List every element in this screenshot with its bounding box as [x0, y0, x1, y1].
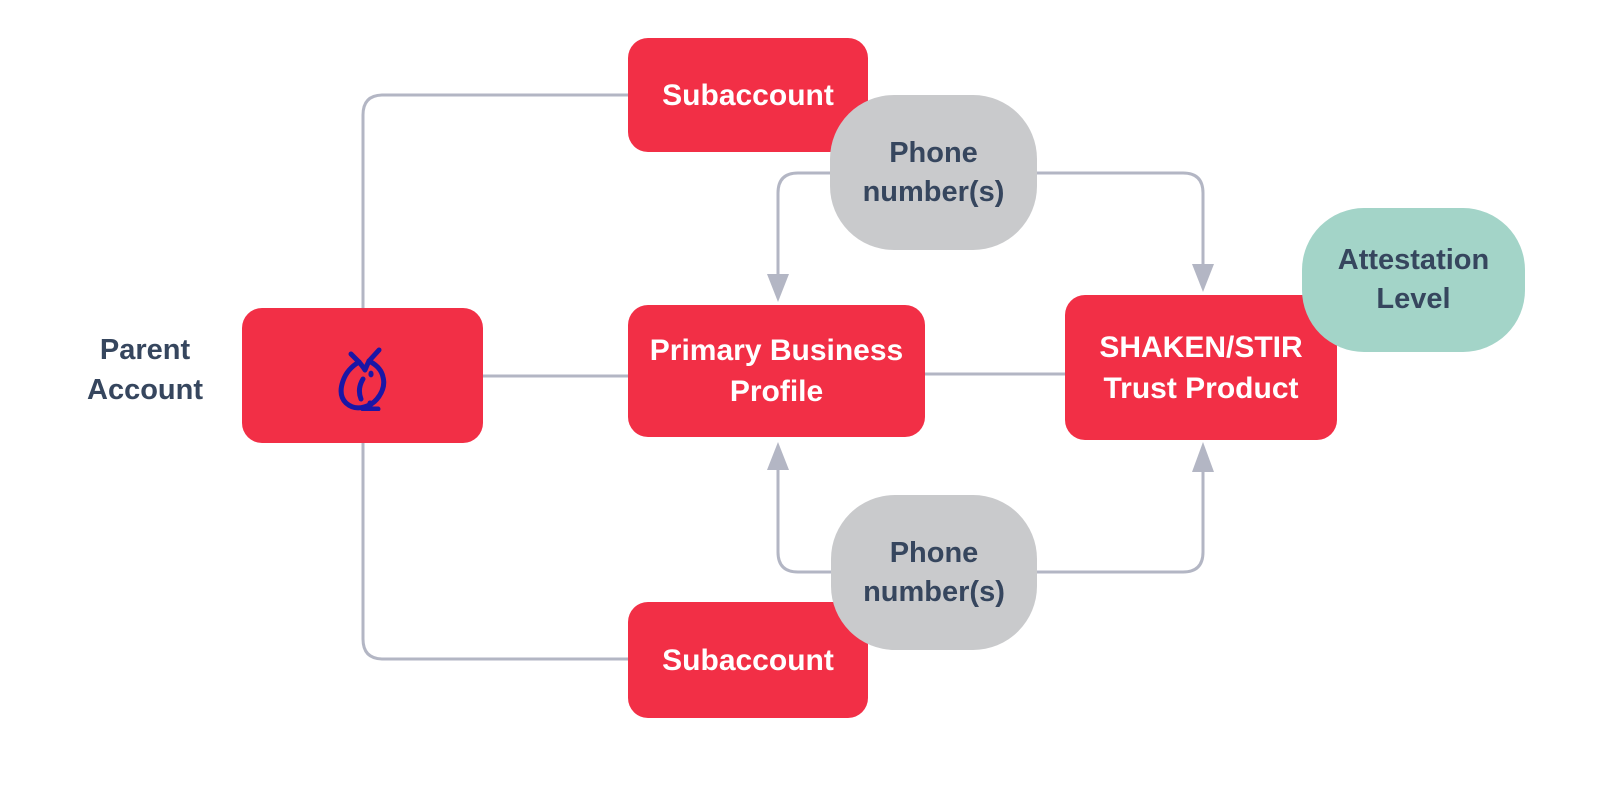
arrowhead-down-primary	[767, 274, 789, 302]
phone-numbers-bottom-line1: Phone	[889, 536, 979, 569]
subaccount-top-label: Subaccount	[662, 78, 834, 112]
parent-account-label: Parent Account	[40, 330, 250, 410]
primary-business-profile-node: Primary Business Profile	[628, 305, 925, 437]
phone-numbers-top-node: Phone number(s)	[830, 95, 1037, 250]
primary-business-profile-line2: Profile	[729, 375, 824, 408]
phone-numbers-top-line1: Phone	[889, 136, 978, 169]
phone-numbers-bottom-node: Phone number(s)	[831, 495, 1037, 650]
shaken-stir-line2: Trust Product	[1103, 371, 1299, 405]
parent-account-node	[242, 308, 483, 443]
arrowhead-up-primary	[767, 442, 789, 470]
subaccount-bottom-node: Subaccount	[628, 602, 868, 718]
shaken-stir-line1: SHAKEN/STIR	[1099, 330, 1303, 364]
edge-parent-to-subaccount-top	[361, 93, 630, 312]
arrowhead-down-shaken	[1192, 264, 1214, 292]
arrowhead-up-shaken	[1192, 442, 1214, 472]
owl-icon	[338, 347, 386, 411]
attestation-level-line2: Level	[1376, 283, 1451, 315]
phone-numbers-bottom-line2: number(s)	[863, 575, 1005, 608]
parent-account-label-line2: Account	[87, 374, 203, 406]
attestation-level-node: Attestation Level	[1302, 208, 1525, 352]
subaccount-top-node: Subaccount	[628, 38, 868, 152]
subaccount-bottom-label: Subaccount	[662, 643, 834, 677]
primary-business-profile-line1: Primary Business	[649, 334, 904, 367]
edge-parent-to-subaccount-bottom	[361, 440, 630, 661]
attestation-level-line1: Attestation	[1337, 244, 1490, 276]
phone-numbers-top-line2: number(s)	[862, 175, 1005, 208]
parent-account-label-line1: Parent	[99, 334, 191, 366]
shaken-stir-trust-product-node: SHAKEN/STIR Trust Product	[1065, 295, 1337, 440]
